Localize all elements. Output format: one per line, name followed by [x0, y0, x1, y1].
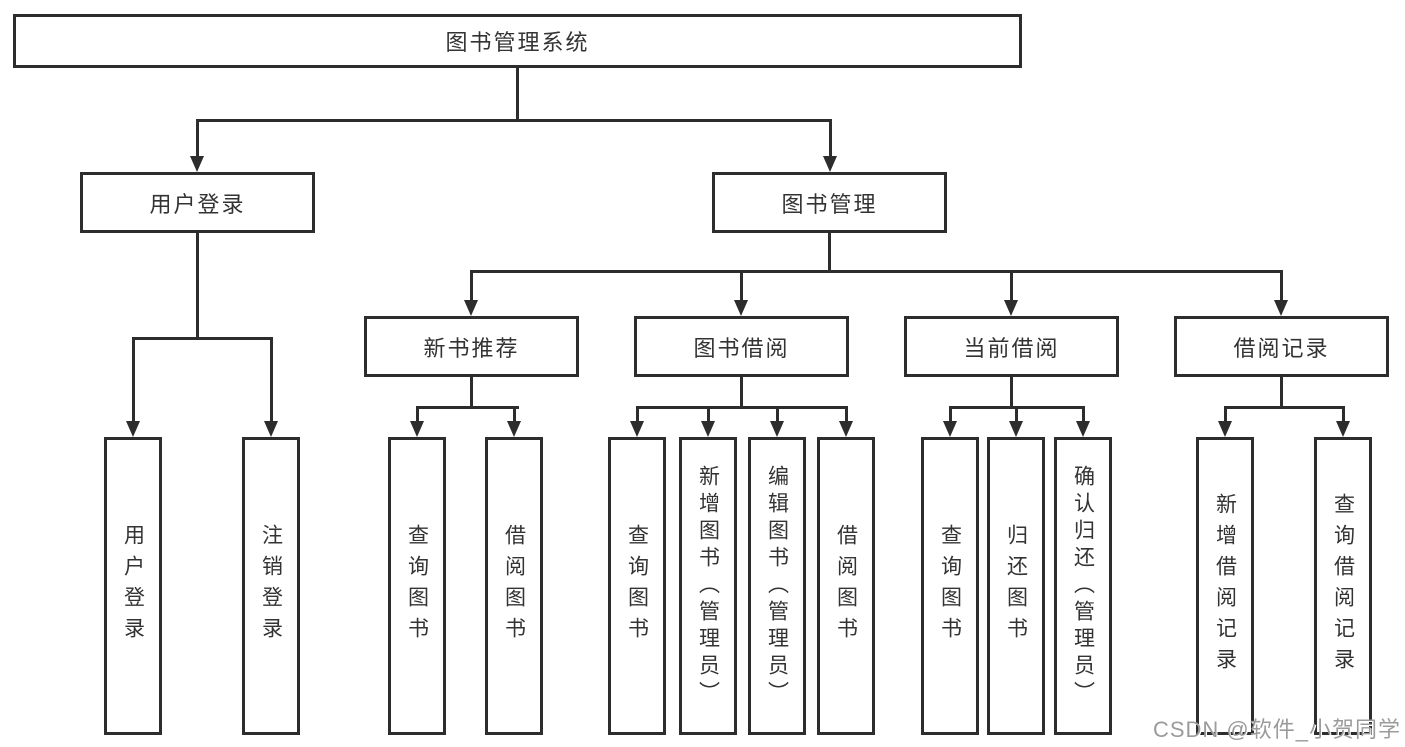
node-user-login: 用户登录 — [80, 172, 315, 233]
connector-to-borrow-record — [1279, 270, 1283, 303]
connector-to-leaf-logout — [269, 337, 273, 423]
connector-to-leaf-return-book — [1014, 406, 1018, 423]
arrowhead-leaf-confirm-return — [1076, 421, 1090, 437]
node-book-borrow-label: 图书借阅 — [693, 335, 790, 361]
leaf-user-login-label: 用户登录 — [121, 524, 145, 648]
node-new-book-rec: 新书推荐 — [364, 316, 579, 377]
arrowhead-book-mgmt — [823, 156, 837, 172]
leaf-query-record: 查询借阅记录 — [1314, 437, 1372, 735]
arrowhead-leaf-query-book-1 — [410, 421, 424, 437]
connector-borrow-record-hline — [1223, 406, 1345, 409]
arrowhead-leaf-edit-book — [770, 421, 784, 437]
leaf-borrow-book-1: 借阅图书 — [485, 437, 543, 735]
connector-root-to-book-mgmt — [828, 119, 832, 160]
node-borrow-record: 借阅记录 — [1174, 316, 1389, 377]
connector-to-leaf-confirm-return — [1081, 406, 1085, 423]
connector-to-leaf-borrow-book-2 — [844, 406, 848, 423]
arrowhead-leaf-return-book — [1009, 421, 1023, 437]
connector-to-leaf-query-book-1 — [415, 406, 419, 423]
leaf-query-record-label: 查询借阅记录 — [1331, 493, 1355, 679]
leaf-query-book-3-label: 查询图书 — [938, 524, 962, 648]
leaf-add-book-label: 新增图书（管理员） — [696, 464, 720, 708]
connector-to-leaf-edit-book — [775, 406, 779, 423]
connector-to-leaf-user-login — [131, 337, 135, 423]
connector-user-login-hline — [131, 337, 273, 340]
leaf-add-record: 新增借阅记录 — [1196, 437, 1254, 735]
leaf-query-book-1: 查询图书 — [388, 437, 446, 735]
node-root: 图书管理系统 — [13, 14, 1022, 68]
arrowhead-book-borrow — [734, 300, 748, 316]
arrowhead-leaf-borrow-book-1 — [507, 421, 521, 437]
connector-book-mgmt-hline — [469, 270, 1283, 273]
node-borrow-record-label: 借阅记录 — [1233, 335, 1330, 361]
connector-to-leaf-query-book-3 — [948, 406, 952, 423]
connector-to-leaf-query-record — [1341, 406, 1345, 423]
node-current-borrow-label: 当前借阅 — [963, 335, 1060, 361]
leaf-confirm-return: 确认归还（管理员） — [1054, 437, 1112, 735]
leaf-logout-label: 注销登录 — [259, 524, 283, 648]
arrowhead-borrow-record — [1274, 300, 1288, 316]
node-user-login-label: 用户登录 — [149, 191, 246, 217]
csdn-watermark: CSDN @软件_小贺同学 — [1152, 717, 1401, 742]
leaf-borrow-book-2-label: 借阅图书 — [834, 524, 858, 648]
connector-current-borrow-stem — [1009, 377, 1013, 409]
node-book-mgmt: 图书管理 — [712, 172, 947, 233]
node-root-label: 图书管理系统 — [445, 30, 590, 55]
arrowhead-new-book-rec — [464, 300, 478, 316]
node-current-borrow: 当前借阅 — [904, 316, 1119, 377]
arrowhead-leaf-query-book-2 — [630, 421, 644, 437]
node-new-book-rec-label: 新书推荐 — [423, 335, 520, 361]
connector-root-hline — [195, 119, 832, 122]
connector-root-to-user-login — [195, 119, 199, 160]
connector-to-new-book-rec — [469, 270, 473, 303]
leaf-logout: 注销登录 — [242, 437, 300, 735]
connector-to-leaf-query-book-2 — [635, 406, 639, 423]
leaf-query-book-2: 查询图书 — [608, 437, 666, 735]
connector-book-mgmt-stem — [827, 233, 831, 273]
leaf-query-book-2-label: 查询图书 — [625, 524, 649, 648]
node-book-borrow: 图书借阅 — [634, 316, 849, 377]
leaf-edit-book: 编辑图书（管理员） — [748, 437, 806, 735]
leaf-return-book: 归还图书 — [987, 437, 1045, 735]
leaf-add-record-label: 新增借阅记录 — [1213, 493, 1237, 679]
leaf-borrow-book-2: 借阅图书 — [817, 437, 875, 735]
connector-to-leaf-borrow-book-1 — [512, 406, 516, 423]
connector-to-current-borrow — [1009, 270, 1013, 303]
connector-borrow-record-stem — [1279, 377, 1283, 409]
connector-to-book-borrow — [739, 270, 743, 303]
connector-book-borrow-hline — [635, 406, 848, 409]
connector-to-leaf-add-book — [706, 406, 710, 423]
connector-root-stem — [515, 68, 519, 121]
leaf-borrow-book-1-label: 借阅图书 — [502, 524, 526, 648]
leaf-query-book-1-label: 查询图书 — [405, 524, 429, 648]
leaf-user-login: 用户登录 — [104, 437, 162, 735]
arrowhead-current-borrow — [1004, 300, 1018, 316]
arrowhead-leaf-user-login — [126, 421, 140, 437]
connector-user-login-stem — [195, 233, 199, 340]
arrowhead-leaf-logout — [264, 421, 278, 437]
leaf-query-book-3: 查询图书 — [921, 437, 979, 735]
leaf-add-book: 新增图书（管理员） — [679, 437, 737, 735]
arrowhead-user-login — [190, 156, 204, 172]
arrowhead-leaf-query-record — [1336, 421, 1350, 437]
leaf-confirm-return-label: 确认归还（管理员） — [1071, 464, 1095, 708]
arrowhead-leaf-query-book-3 — [943, 421, 957, 437]
arrowhead-leaf-borrow-book-2 — [839, 421, 853, 437]
connector-to-leaf-add-record — [1223, 406, 1227, 423]
leaf-edit-book-label: 编辑图书（管理员） — [765, 464, 789, 708]
arrowhead-leaf-add-book — [701, 421, 715, 437]
leaf-return-book-label: 归还图书 — [1004, 524, 1028, 648]
node-book-mgmt-label: 图书管理 — [781, 191, 878, 217]
connector-new-book-rec-stem — [469, 377, 473, 409]
connector-book-borrow-stem — [739, 377, 743, 409]
arrowhead-leaf-add-record — [1218, 421, 1232, 437]
connector-new-book-rec-hline — [415, 406, 519, 409]
